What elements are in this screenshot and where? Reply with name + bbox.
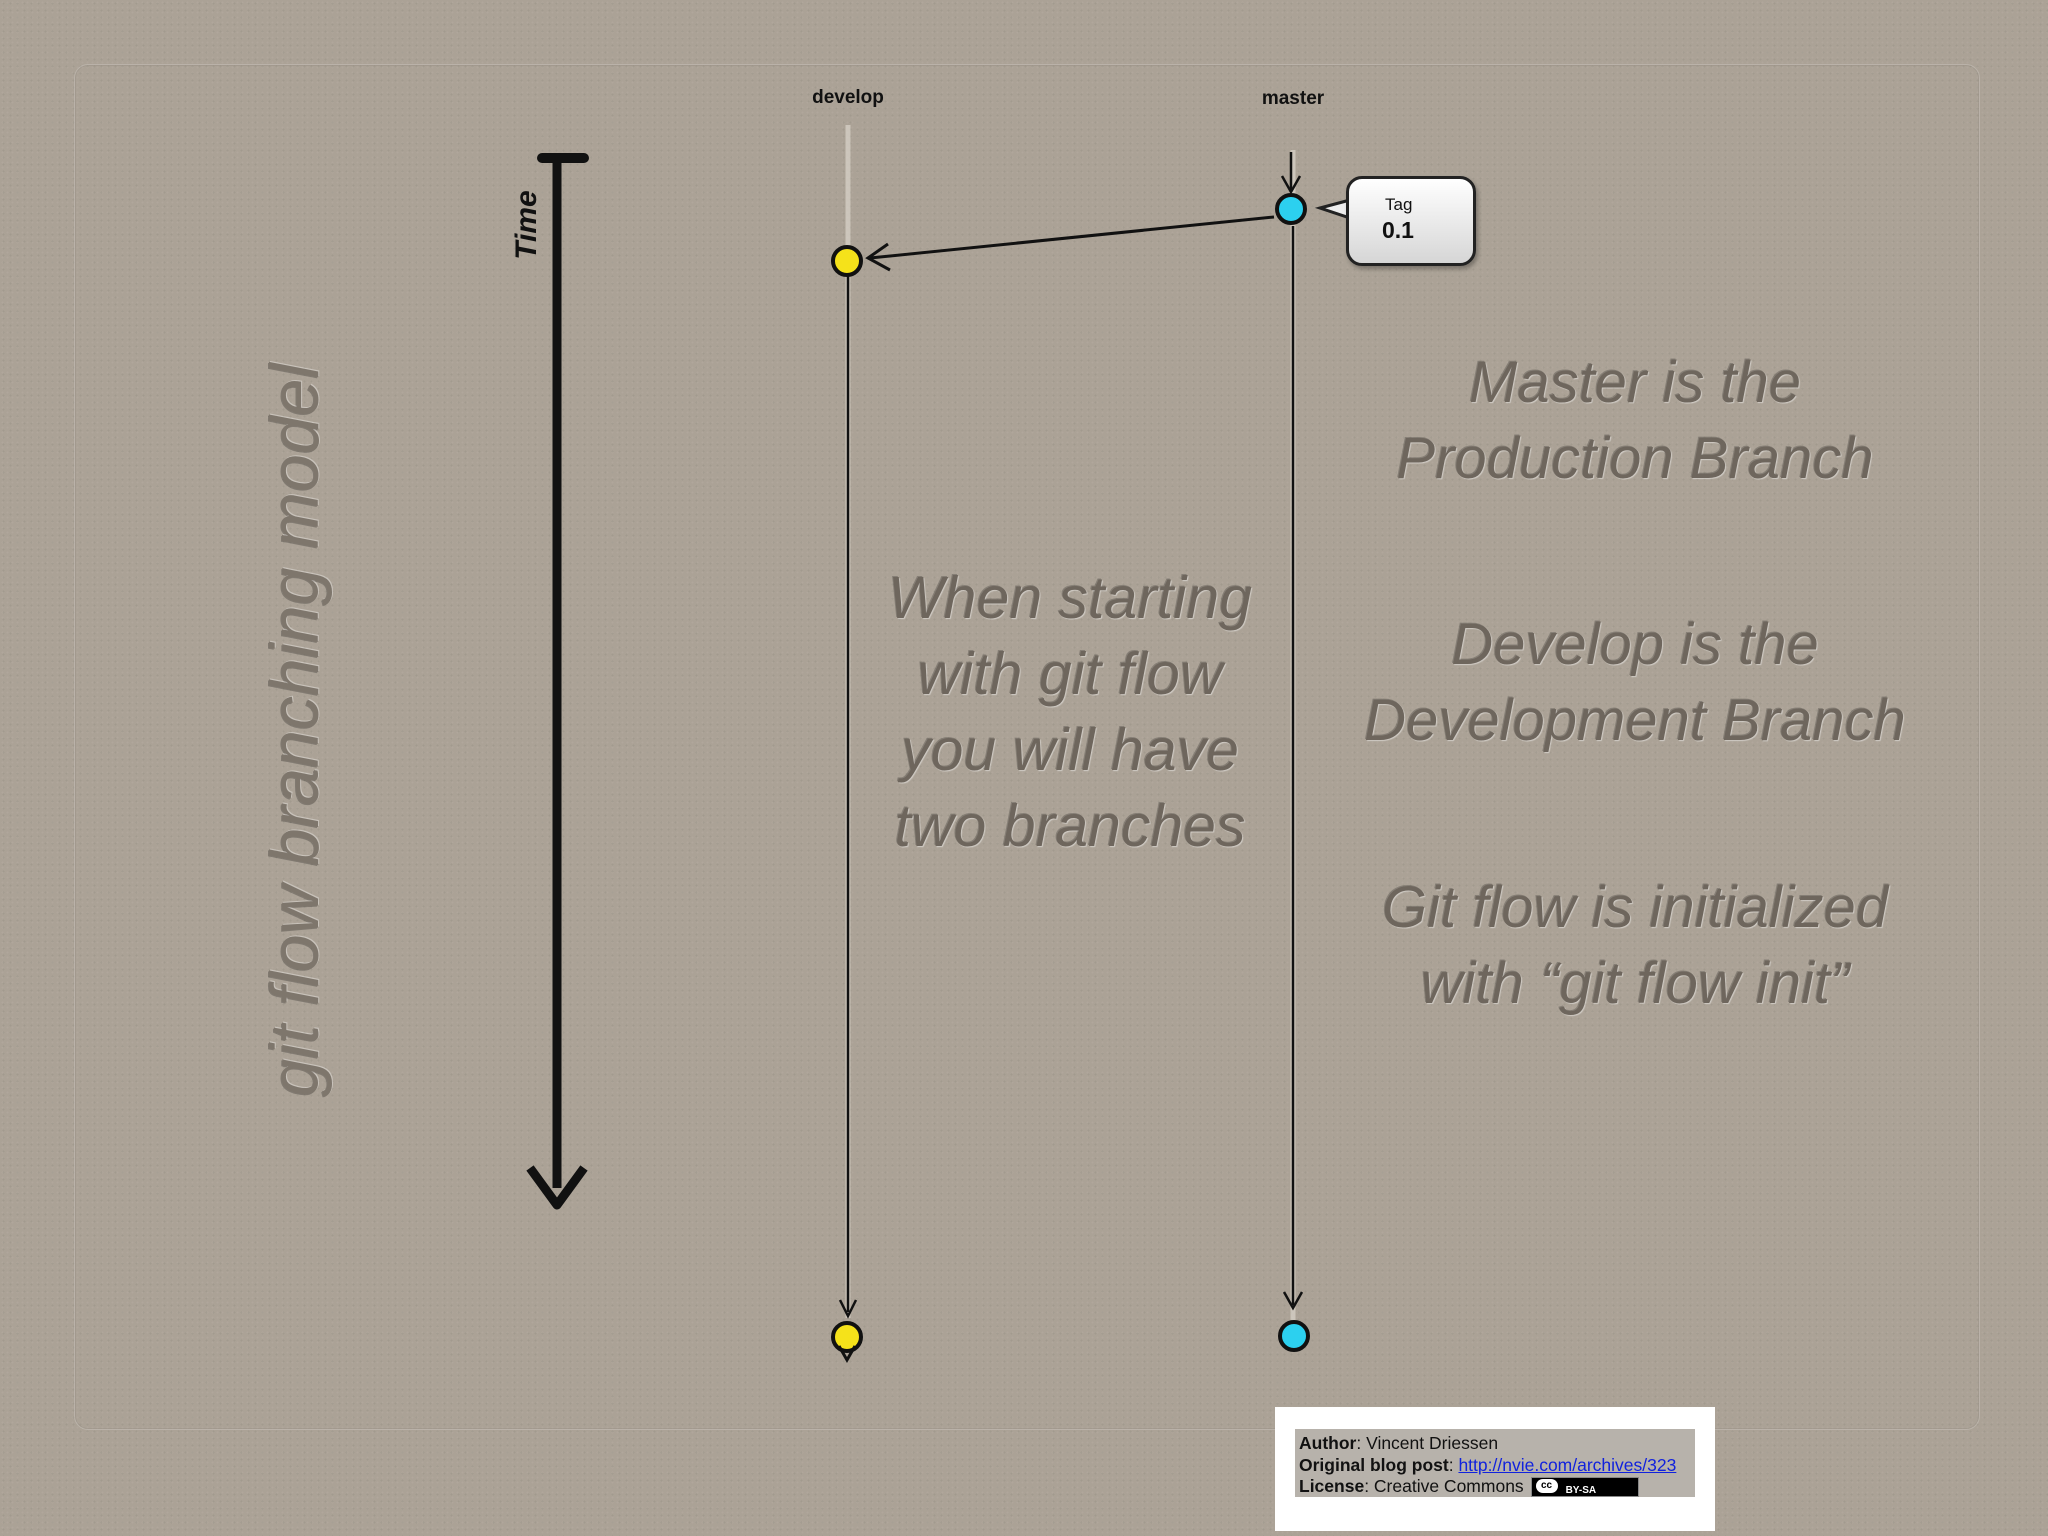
master-branch-label: master <box>1261 88 1325 109</box>
develop-desc-line: Development Branch <box>1364 688 1906 753</box>
starting-line: When starting <box>888 565 1252 631</box>
starting-line: you will have <box>901 717 1239 783</box>
cc-license-badge[interactable]: cc BY-SA <box>1530 1477 1639 1498</box>
master-desc-line: Production Branch <box>1396 426 1874 491</box>
initial-branch-arrow <box>865 215 1275 272</box>
init-desc-line: with “git flow init” <box>1420 951 1850 1016</box>
license-value: : Creative Commons <box>1364 1476 1524 1496</box>
tag-version: 0.1 <box>1382 217 1414 243</box>
starting-line: two branches <box>894 793 1246 859</box>
cc-logo-icon: cc <box>1535 1479 1558 1494</box>
post-line: Original blog post: http://nvie.com/arch… <box>1299 1455 1695 1477</box>
init-description: Git flow is initialized with “git flow i… <box>1310 870 1960 1022</box>
license-label: License <box>1299 1476 1365 1496</box>
master-desc-line: Master is the <box>1469 350 1801 415</box>
attribution-content: Author: Vincent Driessen Original blog p… <box>1295 1429 1695 1498</box>
attribution-box: Author: Vincent Driessen Original blog p… <box>1275 1407 1715 1531</box>
develop-lane-end-marker <box>837 1345 857 1364</box>
develop-lane <box>838 125 858 1319</box>
post-label: Original blog post <box>1299 1454 1449 1475</box>
tag-bubble: Tag 0.1 <box>1346 176 1476 266</box>
develop-branch-label: develop <box>812 87 884 108</box>
post-separator: : <box>1448 1454 1459 1475</box>
develop-commit-initial <box>831 245 863 277</box>
master-description: Master is the Production Branch <box>1310 345 1960 497</box>
starting-line: with git flow <box>917 641 1223 707</box>
license-line: License: Creative Commons cc BY-SA <box>1299 1476 1695 1498</box>
author-value: : Vincent Driessen <box>1356 1433 1499 1453</box>
blog-post-link[interactable]: http://nvie.com/archives/323 <box>1458 1454 1677 1475</box>
init-desc-line: Git flow is initialized <box>1381 875 1889 940</box>
author-label: Author <box>1299 1433 1357 1453</box>
master-lane <box>1280 150 1304 1320</box>
cc-badge-text: BY-SA <box>1565 1485 1597 1497</box>
slide-panel <box>74 64 1980 1430</box>
develop-description: Develop is the Development Branch <box>1310 607 1960 759</box>
master-commit-initial <box>1275 193 1307 225</box>
develop-desc-line: Develop is the <box>1451 612 1819 677</box>
tag-label: Tag <box>1385 195 1413 214</box>
starting-text: When starting with git flow you will hav… <box>860 560 1280 864</box>
master-commit-latest <box>1278 1320 1310 1352</box>
develop-commit-latest <box>831 1321 863 1353</box>
author-line: Author: Vincent Driessen <box>1299 1433 1695 1455</box>
time-arrow <box>526 153 589 1210</box>
